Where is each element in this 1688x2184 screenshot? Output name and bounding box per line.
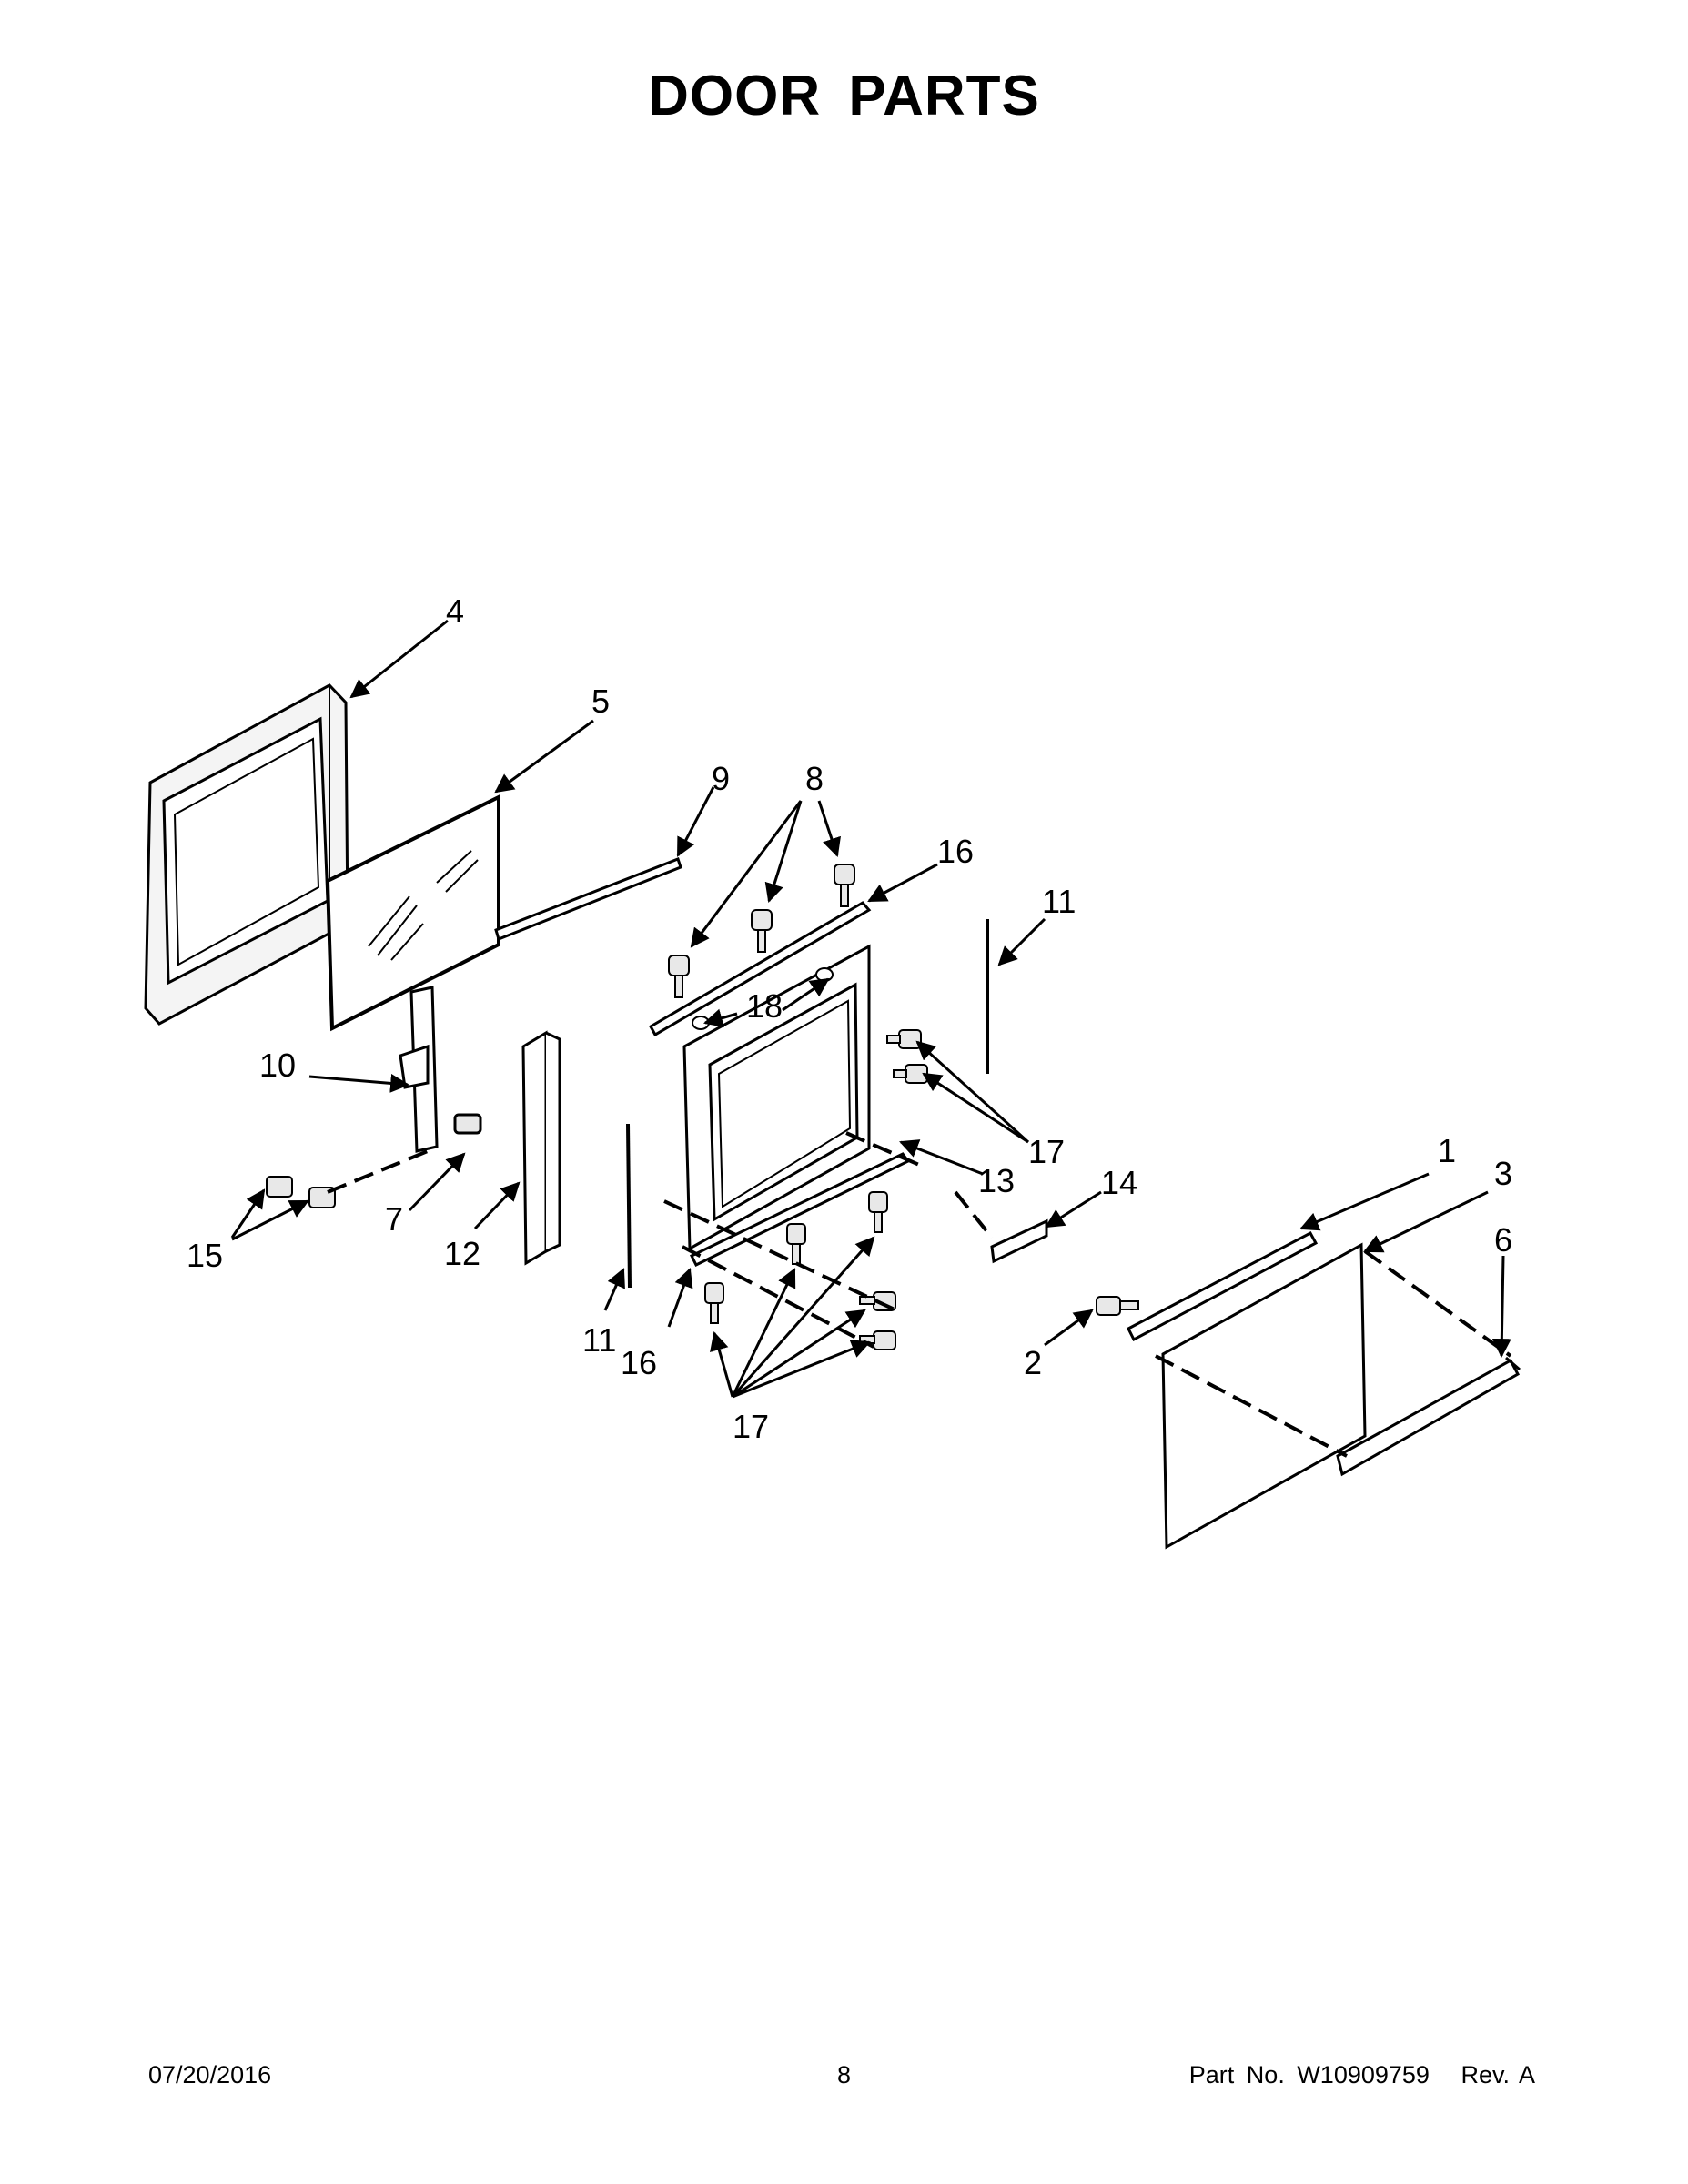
- side-channel-part: [521, 1030, 561, 1266]
- assembly-lines: [327, 1131, 1512, 1458]
- callout-16-bottom: 16: [621, 1344, 657, 1381]
- outer-door-glass-part: [1161, 1242, 1367, 1550]
- door-trim-strip-part: [494, 857, 682, 941]
- callout-4: 4: [446, 592, 464, 630]
- callout-6: 6: [1494, 1221, 1512, 1259]
- page-title: DOOR PARTS: [648, 65, 1040, 127]
- callout-7: 7: [385, 1200, 403, 1238]
- footer-date: 07/20/2016: [148, 2061, 272, 2088]
- door-glass-part: [325, 794, 500, 1032]
- trim-cap-part: [990, 1218, 1048, 1264]
- part-number-label: Part No. W10909759: [1188, 2061, 1430, 2088]
- callout-15: 15: [187, 1237, 223, 1274]
- hinge-screws-part: [266, 1176, 336, 1208]
- callout-3: 3: [1494, 1155, 1512, 1192]
- callout-9: 9: [712, 760, 730, 797]
- top-bracket-part: [648, 901, 872, 1037]
- screws-part: [668, 864, 855, 998]
- top-channel-part: [1127, 1230, 1319, 1342]
- callout-17-bottom: 17: [733, 1408, 769, 1445]
- callout-13: 13: [978, 1162, 1015, 1199]
- revision-label: Rev. A: [1461, 2061, 1535, 2088]
- callout-5: 5: [591, 682, 610, 720]
- outer-door-panel-part: [682, 944, 871, 1251]
- door-handle-part: [1336, 1356, 1521, 1477]
- callout-11-left: 11: [582, 1321, 616, 1359]
- hinge-part: [399, 986, 482, 1153]
- footer-part-number: Part No. W10909759 Rev. A: [1189, 2061, 1535, 2089]
- callout-12: 12: [444, 1235, 480, 1272]
- inner-door-frame-part: [144, 683, 349, 1026]
- footer-page-number: 8: [836, 2061, 852, 2088]
- leader-arrows: [230, 619, 1511, 1399]
- lower-screws-part: [704, 1029, 928, 1350]
- callout-11-right: 11: [1042, 883, 1076, 920]
- callout-14: 14: [1101, 1164, 1137, 1201]
- callout-16-top: 16: [937, 833, 974, 870]
- callout-10: 10: [259, 1046, 296, 1084]
- side-seal-left-part: [626, 1123, 632, 1289]
- handle-screw-part: [1096, 1296, 1139, 1316]
- callout-2: 2: [1024, 1344, 1042, 1381]
- callout-18: 18: [746, 987, 783, 1025]
- callout-1: 1: [1438, 1132, 1456, 1169]
- callout-8: 8: [805, 760, 824, 797]
- callout-17-right: 17: [1028, 1133, 1065, 1170]
